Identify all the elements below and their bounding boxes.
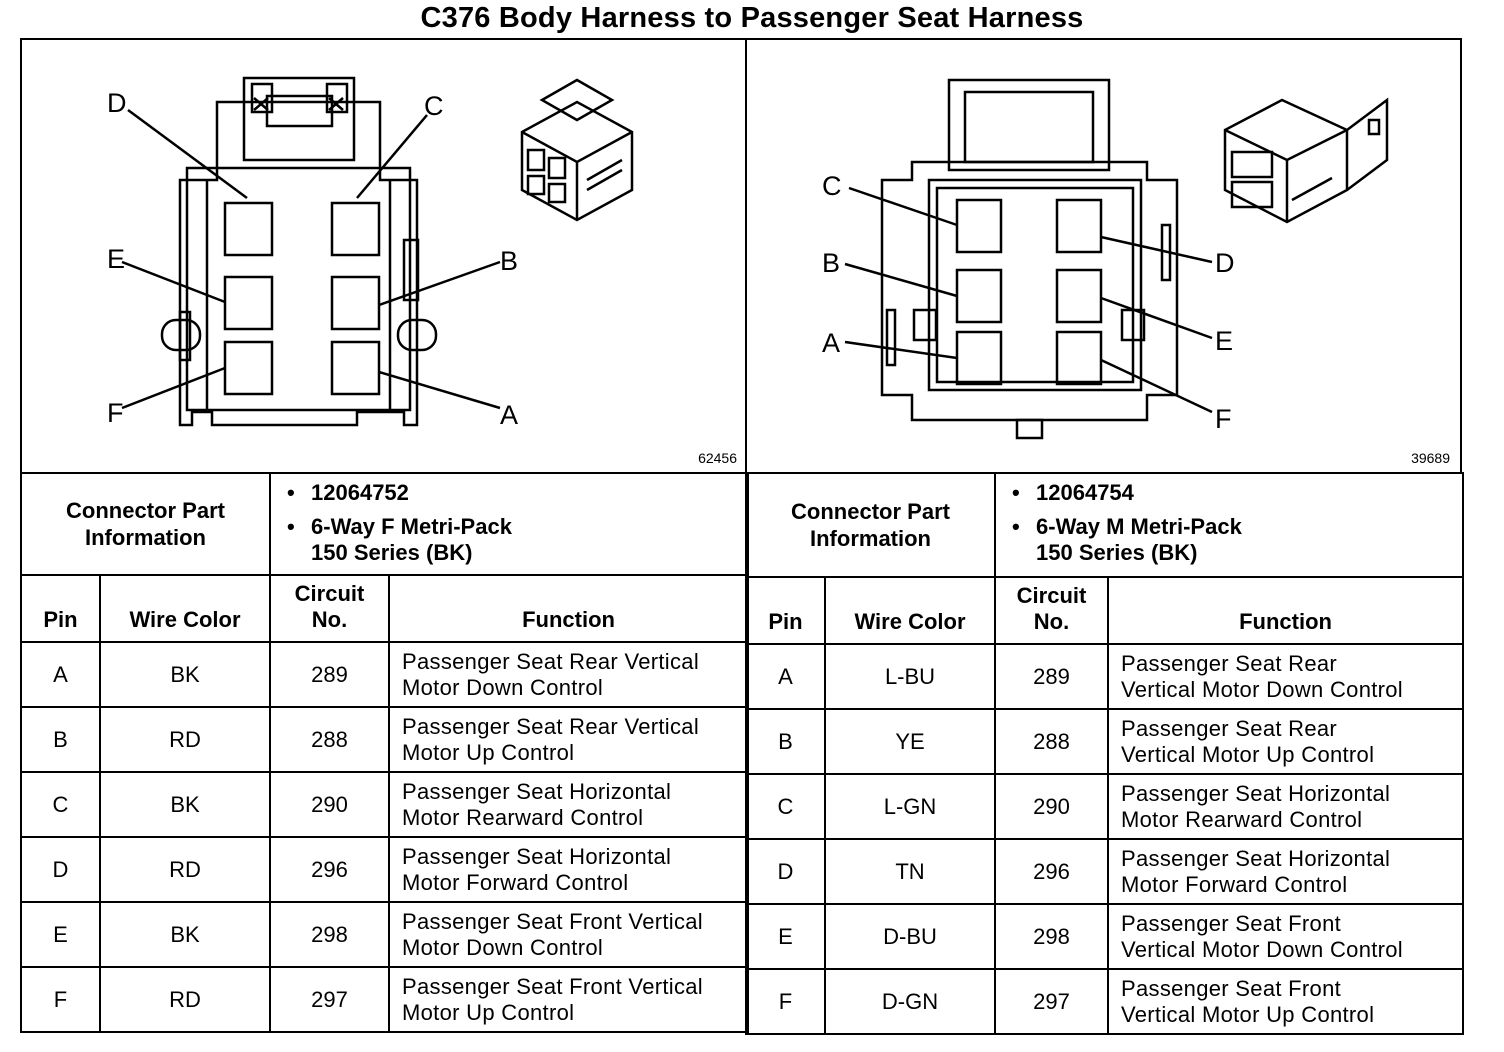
right-connector-info-label: Connector Part Information [744, 472, 997, 578]
wire-color-cell: L-BU [823, 643, 997, 710]
pin-cell: C [745, 773, 826, 840]
wire-color-cell: RD [98, 706, 272, 773]
left-connector-panel: D C E B F A 62456 [20, 38, 747, 474]
left-connector-info-label: Connector Part Information [19, 472, 272, 576]
left-pin-label-a: A [500, 400, 518, 430]
right-header-wire-color: Wire Color [823, 576, 997, 645]
diagram-title: C376 Body Harness to Passenger Seat Harn… [420, 2, 1084, 34]
right-pinout-table: Connector Part Information 12064754 6-Wa… [744, 472, 1465, 1035]
right-pin-label-e: E [1215, 326, 1233, 356]
circuit-cell: 298 [269, 901, 391, 968]
circuit-cell: 297 [269, 966, 391, 1033]
pin-cell: B [20, 706, 101, 773]
circuit-cell: 297 [994, 968, 1110, 1035]
wire-color-cell: D-BU [823, 903, 997, 970]
right-pin-label-f: F [1215, 404, 1232, 434]
circuit-cell: 290 [994, 773, 1110, 840]
left-header-pin: Pin [20, 574, 101, 643]
pin-cell: C [20, 771, 101, 838]
circuit-cell: 288 [994, 708, 1110, 775]
pin-cell: F [745, 968, 826, 1035]
left-pin-label-c: C [424, 91, 444, 121]
left-figure-ref: 62456 [698, 450, 737, 466]
left-pin-label-e: E [107, 244, 125, 274]
pin-cell: E [20, 901, 101, 968]
wire-color-cell: BK [98, 901, 272, 968]
female-connector-drawing: D C E B F A [107, 76, 634, 430]
wire-color-cell: D-GN [823, 968, 997, 1035]
circuit-cell: 296 [994, 838, 1110, 905]
right-header-pin: Pin [745, 576, 826, 645]
left-header-function: Function [388, 574, 750, 643]
left-pinout-table: Connector Part Information 12064752 6-Wa… [19, 472, 750, 1033]
circuit-cell: 289 [269, 641, 391, 708]
circuit-cell: 288 [269, 706, 391, 773]
right-pin-label-d: D [1215, 248, 1235, 278]
pin-cell: A [20, 641, 101, 708]
right-pin-label-a: A [822, 328, 840, 358]
circuit-cell: 296 [269, 836, 391, 903]
wire-color-cell: BK [98, 771, 272, 838]
wire-color-cell: RD [98, 836, 272, 903]
right-header-function: Function [1107, 576, 1465, 645]
wire-color-cell: L-GN [823, 773, 997, 840]
left-pin-label-f: F [107, 398, 124, 428]
wire-color-cell: TN [823, 838, 997, 905]
right-connector-panel: C B A D E F 39689 [745, 38, 1462, 474]
pin-cell: F [20, 966, 101, 1033]
left-header-wire-color: Wire Color [98, 574, 272, 643]
wire-color-cell: YE [823, 708, 997, 775]
right-figure-ref: 39689 [1411, 450, 1450, 466]
circuit-cell: 298 [994, 903, 1110, 970]
right-pin-label-b: B [822, 248, 840, 278]
right-pin-label-c: C [822, 171, 842, 201]
pin-cell: D [745, 838, 826, 905]
wire-color-cell: BK [98, 641, 272, 708]
pin-cell: D [20, 836, 101, 903]
left-part-number: 12064752 [287, 480, 747, 506]
pin-cell: A [745, 643, 826, 710]
male-connector-drawing: C B A D E F [822, 78, 1389, 440]
left-pin-label-d: D [107, 88, 127, 118]
pin-cell: B [745, 708, 826, 775]
circuit-cell: 290 [269, 771, 391, 838]
pin-cell: E [745, 903, 826, 970]
wire-color-cell: RD [98, 966, 272, 1033]
right-part-number: 12064754 [1012, 480, 1462, 506]
circuit-cell: 289 [994, 643, 1110, 710]
left-pin-label-b: B [500, 246, 518, 276]
